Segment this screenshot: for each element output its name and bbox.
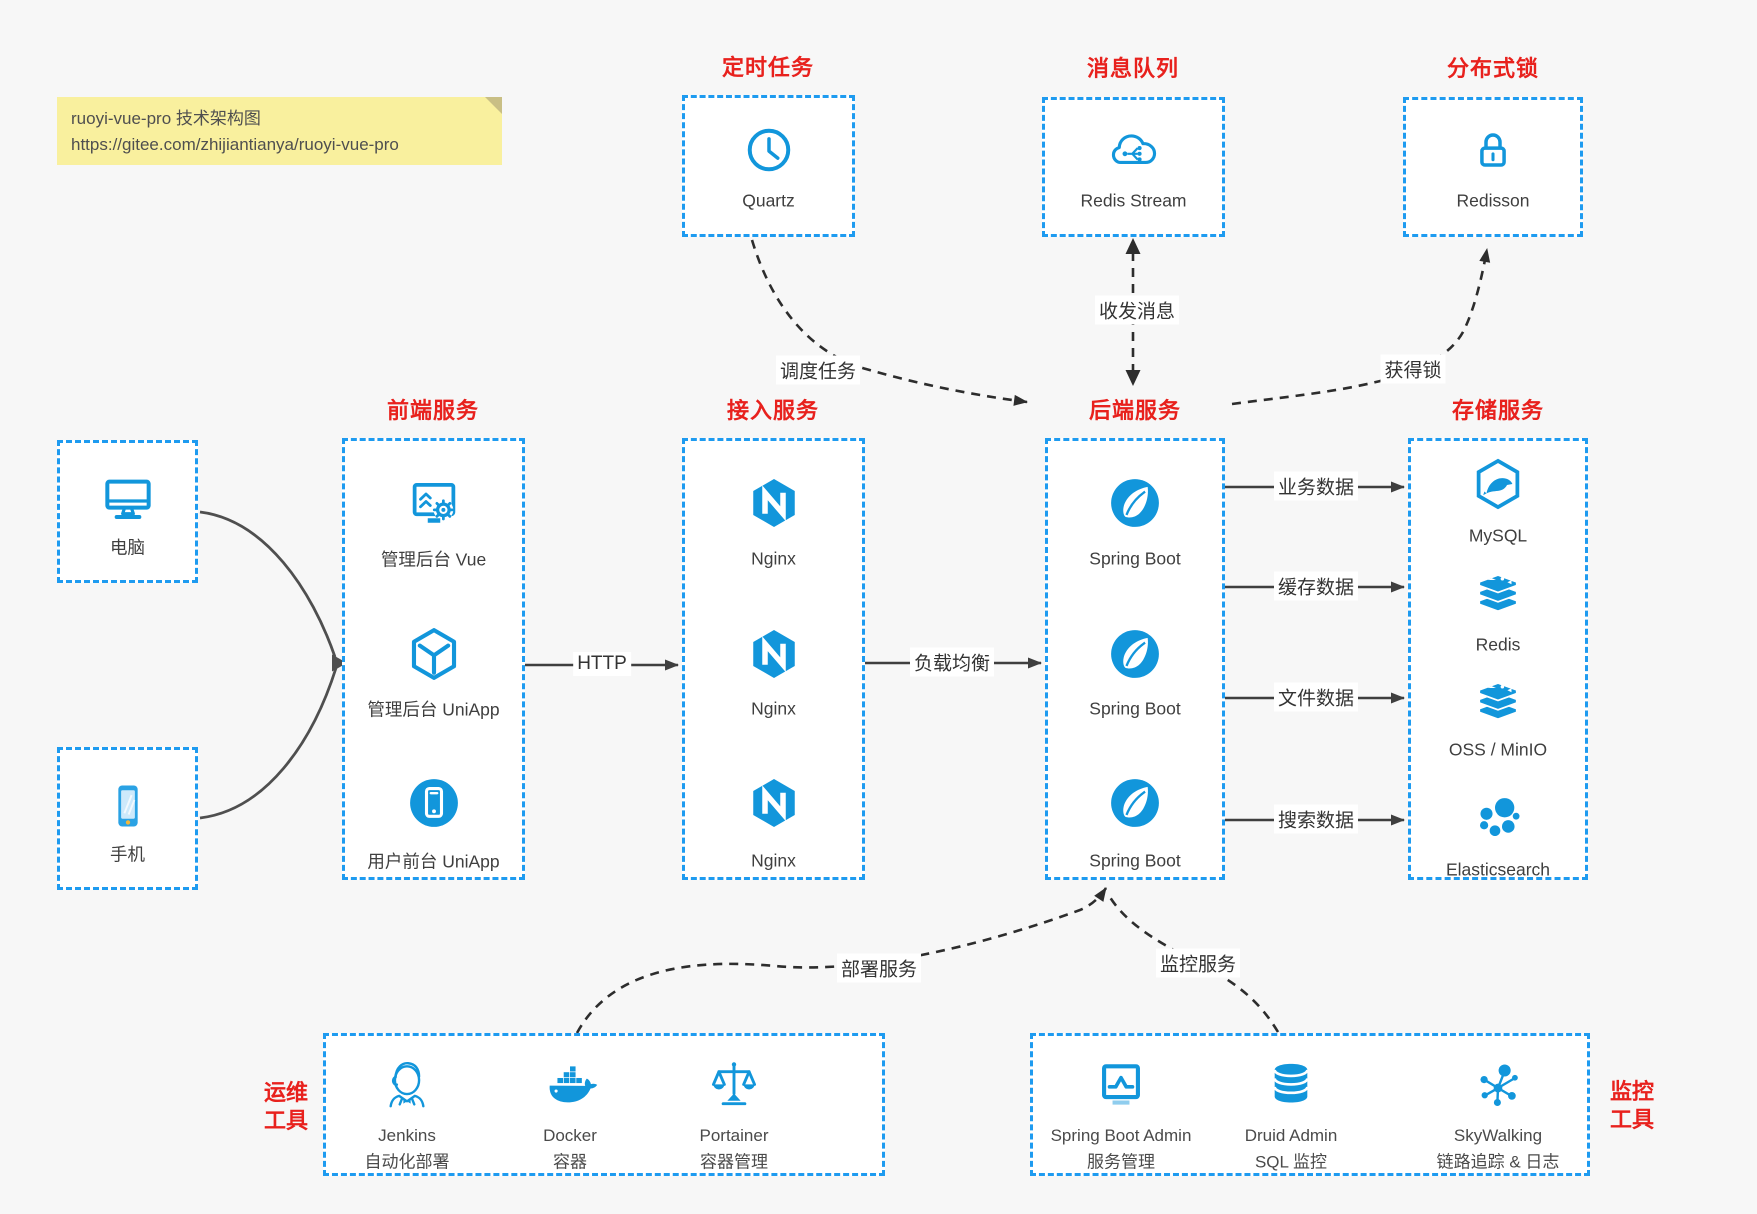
mysql-label: MySQL: [1468, 525, 1528, 546]
cloud-stream-icon: [1105, 122, 1163, 180]
edge-label-schedule: 调度任务: [775, 355, 861, 385]
mobile-label: 手机: [110, 844, 145, 865]
database-icon: [1262, 1056, 1320, 1114]
elasticsearch-label: Elasticsearch: [1445, 859, 1551, 880]
admin-uniapp-label: 管理后台 UniApp: [367, 699, 500, 720]
redis-label: Redis: [1475, 634, 1521, 655]
portainer-icon: [705, 1056, 763, 1114]
spring-boot-label: Spring Boot: [1089, 850, 1181, 871]
admin-vue-label: 管理后台 Vue: [380, 549, 487, 570]
jenkins-desc: 自动化部署: [364, 1152, 450, 1172]
spring-boot-admin-desc: 服务管理: [1087, 1152, 1155, 1172]
group-title-access: 接入服务: [726, 398, 820, 423]
spring-boot-icon: [1104, 772, 1166, 834]
group-title-frontend: 前端服务: [386, 398, 480, 423]
spring-boot-label: Spring Boot: [1089, 548, 1181, 569]
admin-vue-icon: [404, 473, 464, 533]
skywalking-desc: 链路追踪 & 日志: [1436, 1152, 1560, 1172]
group-title-backend: 后端服务: [1088, 398, 1182, 423]
spring-boot-admin-label: Spring Boot Admin: [1050, 1126, 1192, 1145]
nginx-label: Nginx: [751, 698, 796, 719]
sticky-note: ruoyi-vue-pro 技术架构图 https://gitee.com/zh…: [57, 97, 502, 165]
monitoring-tools-box: Spring Boot Admin 服务管理 Druid Admin SQL 监…: [1030, 1033, 1590, 1176]
desktop-icon: [96, 467, 160, 531]
note-fold-corner: [485, 97, 502, 114]
note-url: https://gitee.com/zhijiantianya/ruoyi-vu…: [71, 134, 399, 154]
jenkins-icon: [378, 1056, 436, 1114]
arrowhead-messages-down: [1125, 370, 1141, 386]
jenkins-label: Jenkins: [378, 1126, 436, 1145]
uniapp-user-icon: [403, 772, 465, 834]
arrowhead-messages-up: [1125, 238, 1141, 254]
oss-minio-icon: [1468, 673, 1528, 733]
side-title-ops-line2: 工具: [263, 1108, 309, 1133]
pc-client-box: 电脑: [57, 440, 198, 583]
elasticsearch-icon: [1469, 789, 1527, 847]
edge-label-cache-data: 缓存数据: [1273, 571, 1359, 601]
mobile-icon: [99, 777, 157, 835]
edge-label-search-data: 搜索数据: [1273, 804, 1359, 834]
portainer-desc: 容器管理: [700, 1152, 768, 1172]
redis-icon: [1468, 565, 1528, 625]
note-title: ruoyi-vue-pro 技术架构图: [71, 109, 261, 128]
group-title-scheduled-tasks: 定时任务: [721, 55, 815, 80]
ops-tools-box: Jenkins 自动化部署 Docker 容器 Portainer 容器管理: [323, 1033, 885, 1176]
docker-icon: [541, 1056, 599, 1114]
nginx-icon: [744, 473, 804, 533]
pc-label: 电脑: [110, 537, 145, 558]
edge-label-deploy: 部署服务: [836, 953, 922, 983]
backend-box: Spring Boot Spring Boot Spring Boot: [1045, 438, 1225, 880]
mobile-client-box: 手机: [57, 747, 198, 890]
side-title-monitoring-line1: 监控: [1609, 1078, 1655, 1104]
oss-minio-label: OSS / MinIO: [1448, 739, 1548, 760]
access-box: Nginx Nginx Nginx: [682, 438, 865, 880]
topology-icon: [1469, 1056, 1527, 1114]
connector-pc-to-frontend: [199, 510, 337, 658]
group-title-message-queue: 消息队列: [1086, 56, 1180, 81]
mysql-icon: [1468, 454, 1528, 514]
user-uniapp-label: 用户前台 UniApp: [367, 851, 500, 872]
connector-phone-to-frontend: [199, 667, 338, 820]
edge-label-load-balance: 负载均衡: [909, 647, 995, 677]
spring-boot-label: Spring Boot: [1089, 698, 1181, 719]
lock-icon: [1465, 123, 1521, 179]
nginx-icon: [744, 624, 804, 684]
portainer-label: Portainer: [699, 1126, 769, 1145]
edge-label-http: HTTP: [573, 652, 631, 676]
storage-box: MySQL Redis OSS / MinIO Elasticsearch: [1408, 438, 1588, 880]
nginx-icon: [744, 773, 804, 833]
monitor-chart-icon: [1092, 1056, 1150, 1114]
frontend-box: 管理后台 Vue 管理后台 UniApp 用户前台 UniApp: [342, 438, 525, 880]
spring-boot-icon: [1104, 623, 1166, 685]
docker-label: Docker: [543, 1126, 597, 1145]
edge-label-messages: 收发消息: [1094, 295, 1180, 325]
spring-boot-icon: [1104, 472, 1166, 534]
docker-desc: 容器: [553, 1152, 587, 1172]
group-title-storage: 存储服务: [1451, 398, 1545, 423]
group-title-distributed-lock: 分布式锁: [1446, 56, 1540, 81]
uniapp-cube-icon: [403, 623, 465, 685]
redisson-box: Redisson: [1403, 97, 1583, 237]
side-title-ops: 运维 工具: [264, 1079, 308, 1135]
redis-stream-label: Redis Stream: [1080, 190, 1187, 211]
connector-lock: [1231, 248, 1491, 406]
edge-label-business-data: 业务数据: [1273, 471, 1359, 501]
druid-admin-label: Druid Admin: [1244, 1126, 1338, 1145]
nginx-label: Nginx: [751, 548, 796, 569]
skywalking-label: SkyWalking: [1453, 1126, 1543, 1145]
edge-label-monitor: 监控服务: [1155, 948, 1241, 978]
side-title-monitoring-line2: 工具: [1609, 1107, 1655, 1132]
side-title-monitoring: 监控 工具: [1610, 1078, 1654, 1134]
edge-label-lock: 获得锁: [1380, 354, 1446, 384]
quartz-label: Quartz: [742, 190, 795, 211]
clock-icon: [741, 122, 797, 178]
edge-label-file-data: 文件数据: [1273, 682, 1359, 712]
redis-stream-box: Redis Stream: [1042, 97, 1225, 237]
nginx-label: Nginx: [751, 850, 796, 871]
side-title-ops-line1: 运维: [263, 1079, 309, 1105]
redisson-label: Redisson: [1456, 190, 1530, 211]
quartz-box: Quartz: [682, 95, 855, 237]
druid-admin-desc: SQL 监控: [1254, 1152, 1328, 1172]
